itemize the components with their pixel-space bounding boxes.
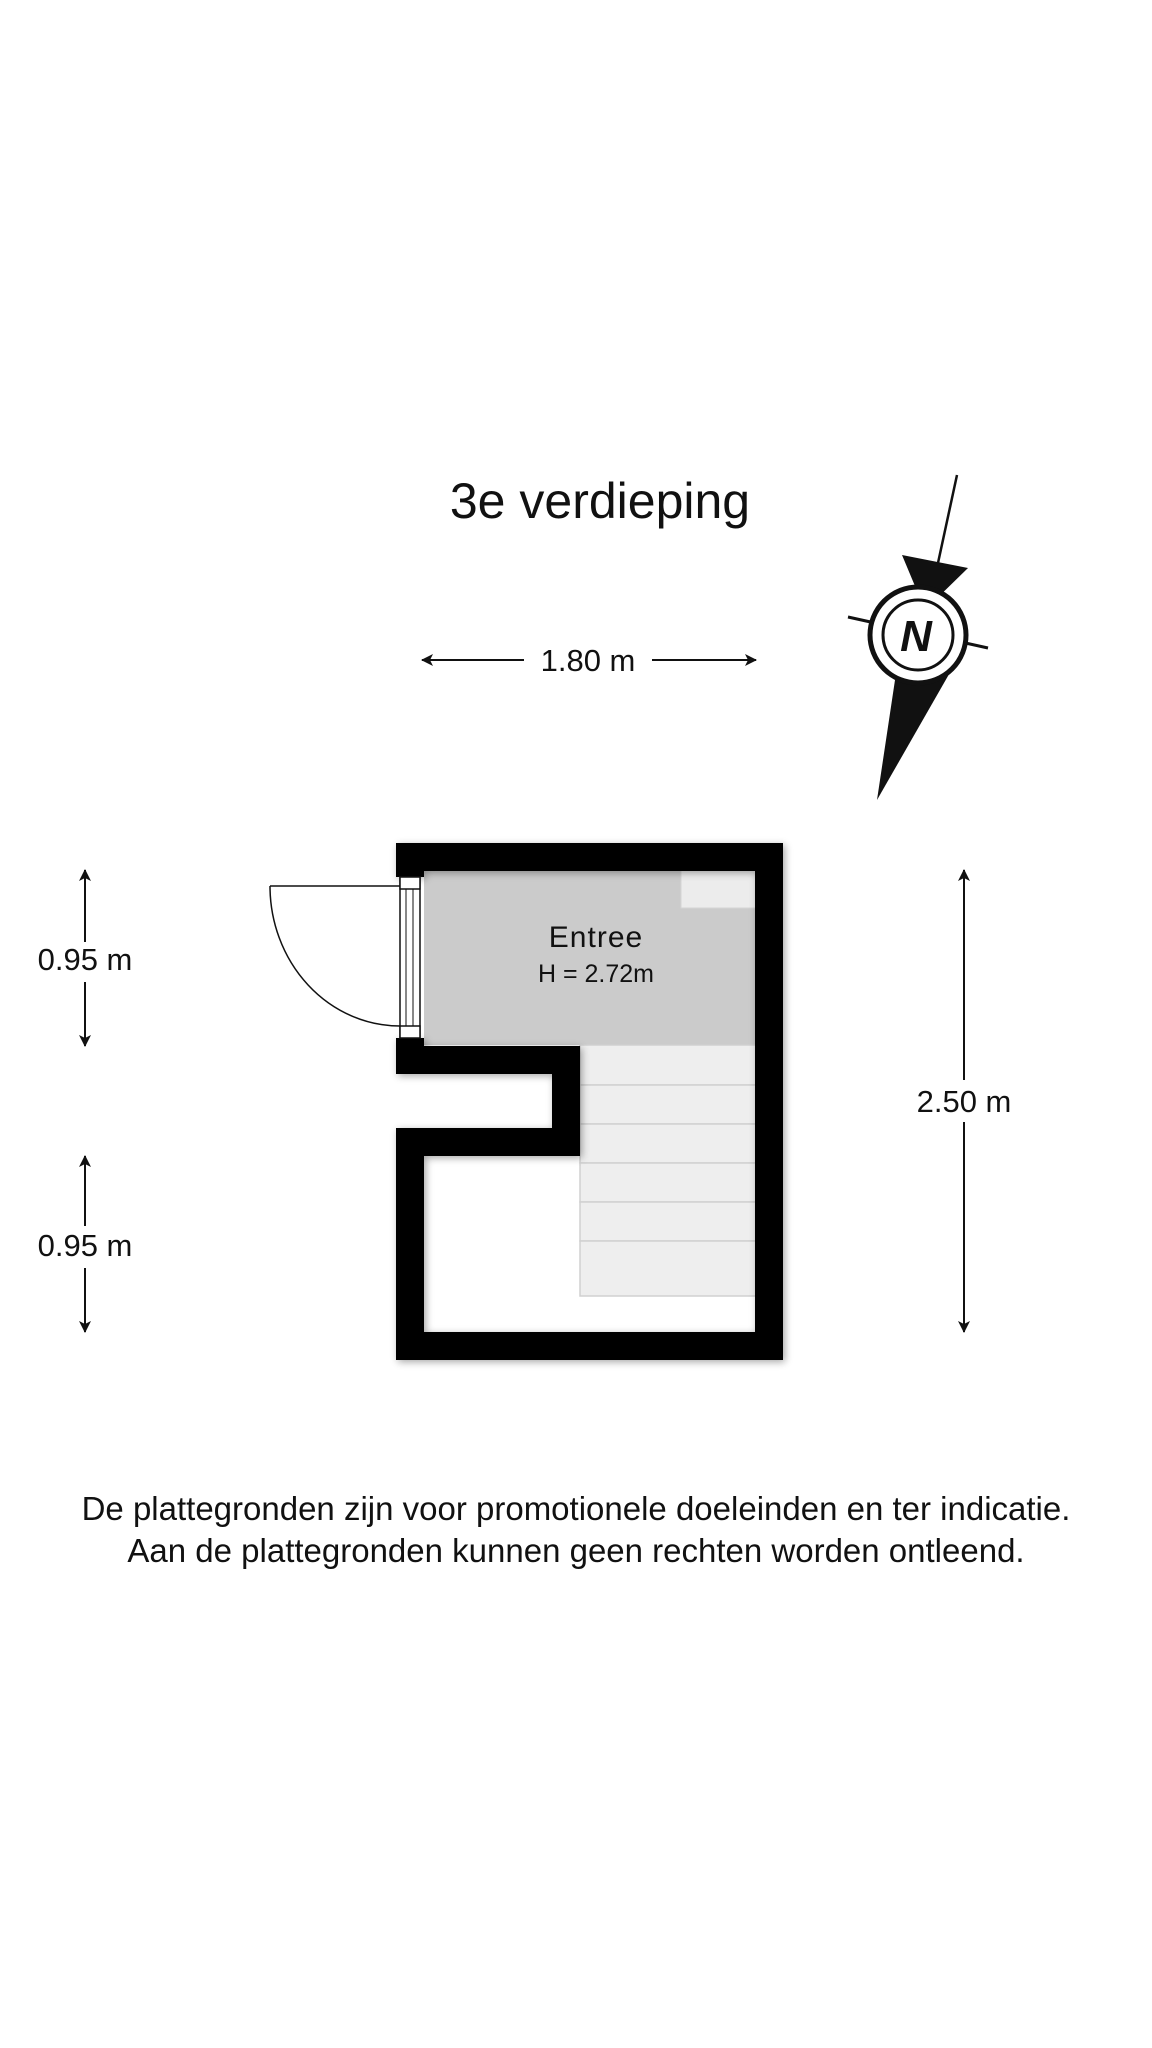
door-jamb-top xyxy=(399,876,421,890)
floor-title: 3e verdieping xyxy=(450,473,750,529)
door-swing-arc xyxy=(269,885,401,1027)
door-frame xyxy=(399,876,421,1039)
staircase xyxy=(579,1044,758,1297)
corner-box xyxy=(680,869,758,909)
left-upper-label: 0.95 m xyxy=(38,942,133,977)
door-jamb-bottom xyxy=(399,1025,421,1039)
compass-north-label: N xyxy=(900,612,933,661)
stair-step xyxy=(579,1123,758,1164)
stair-step xyxy=(579,1162,758,1203)
floor-plan-drawing: Entree H = 2.72m xyxy=(269,843,783,1360)
compass-rose: N xyxy=(847,474,989,800)
left-lower-label: 0.95 m xyxy=(38,1228,133,1263)
stair-step xyxy=(579,1044,758,1086)
stair-step xyxy=(579,1240,758,1297)
wall-top xyxy=(396,843,783,871)
compass-lower-wing xyxy=(877,655,960,800)
compass-upper-wing xyxy=(902,555,968,610)
wall-right xyxy=(755,843,783,1360)
room-height: H = 2.72m xyxy=(538,960,654,988)
wall-left-lower xyxy=(396,1128,424,1360)
walls xyxy=(396,843,783,1360)
compass-inner-ring xyxy=(881,598,955,672)
depth-label: 2.50 m xyxy=(917,1084,1012,1119)
wall-partition-upper xyxy=(396,1046,580,1074)
disclaimer: De plattegronden zijn voor promotionele … xyxy=(0,1488,1152,1572)
stair-step xyxy=(579,1084,758,1125)
left-upper-dimension: 0.95 m xyxy=(38,869,133,1047)
width-label: 1.80 m xyxy=(541,643,636,678)
left-lower-dimension: 0.95 m xyxy=(38,1155,133,1333)
room-name: Entree xyxy=(549,921,643,954)
entrance-door xyxy=(269,876,421,1039)
width-dimension: 1.80 m xyxy=(421,643,757,678)
wall-left-upper xyxy=(396,843,424,877)
wall-bottom xyxy=(396,1332,783,1360)
disclaimer-line-2: Aan de plattegronden kunnen geen rechten… xyxy=(127,1532,1025,1569)
disclaimer-line-1: De plattegronden zijn voor promotionele … xyxy=(81,1490,1071,1527)
depth-dimension: 2.50 m xyxy=(917,869,1012,1333)
wall-partition-lower xyxy=(396,1128,580,1156)
stair-step xyxy=(579,1201,758,1242)
